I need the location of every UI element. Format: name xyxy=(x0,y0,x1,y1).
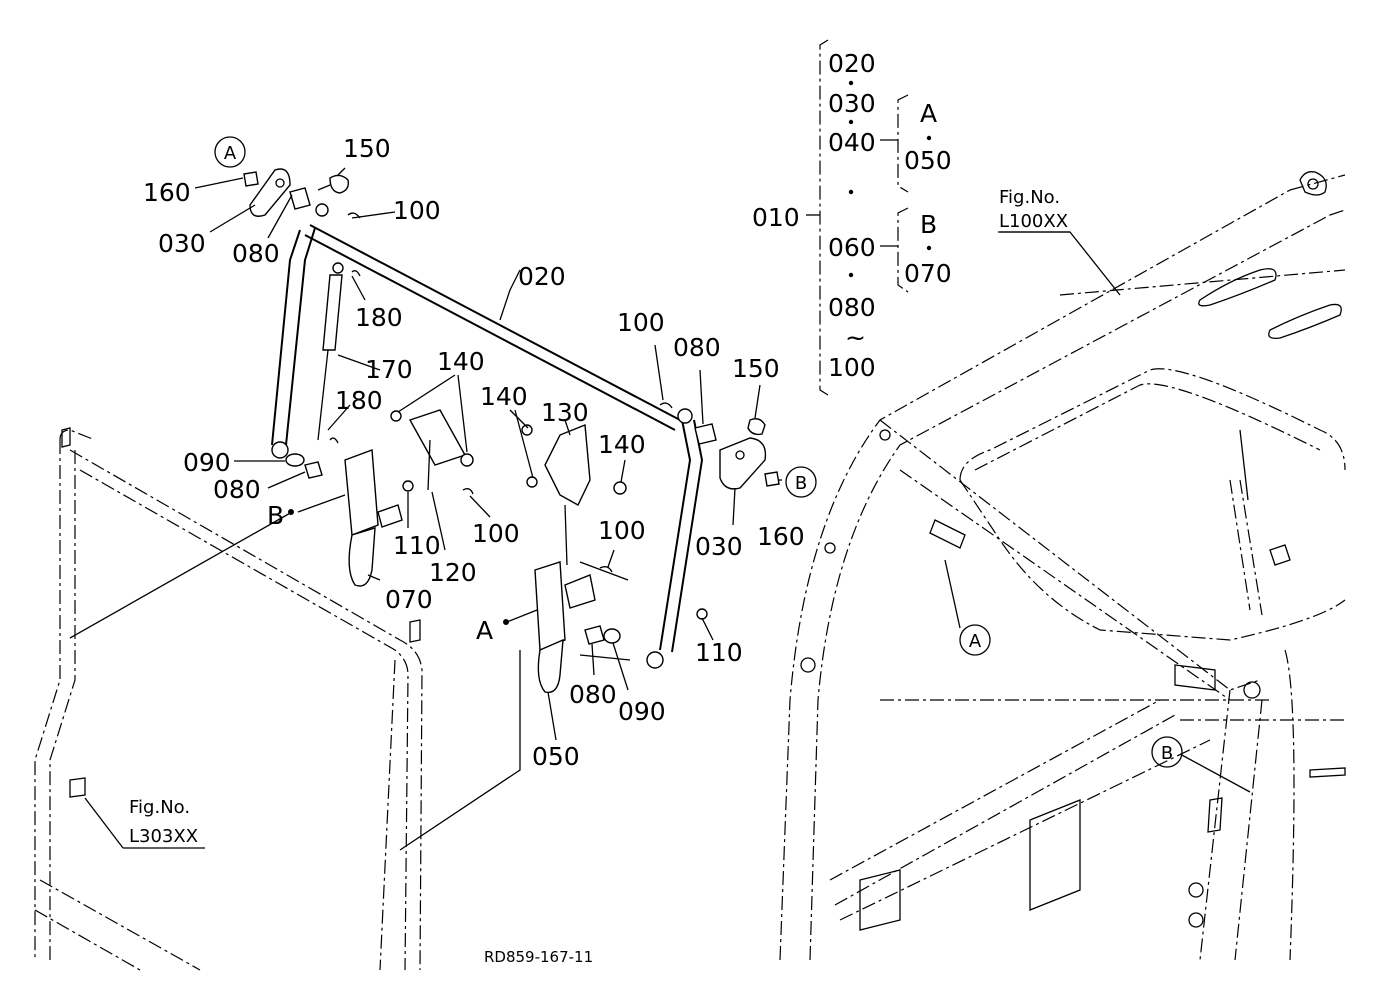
linkage-assembly xyxy=(243,168,780,694)
fig-ref-lower-line1: Fig.No. xyxy=(129,797,190,818)
key-item-2: 030 xyxy=(828,89,876,118)
drawing-code: RD859-167-11 xyxy=(484,948,593,966)
leader-lines xyxy=(69,167,1251,851)
part-080-right-upper: 080 xyxy=(673,333,721,362)
part-090-right: 090 xyxy=(618,697,666,726)
point-label-a: A xyxy=(476,616,493,645)
fig-ref-lower-line2: L303XX xyxy=(129,826,198,847)
part-180-upper: 180 xyxy=(355,303,403,332)
key-item-1: 020 xyxy=(828,49,876,78)
key-item-3: 040 xyxy=(828,128,876,157)
bracket-key: 010 020 030 040 060 080 ~ 100 A 050 B 07… xyxy=(752,39,952,396)
circle-label-a-top: A xyxy=(224,143,237,164)
part-100-right-upper: 100 xyxy=(617,308,665,337)
part-030-upper: 030 xyxy=(158,229,206,258)
part-160-right: 160 xyxy=(757,522,805,551)
part-120: 120 xyxy=(429,558,477,587)
point-label-b: B xyxy=(267,501,284,530)
part-080-right-lower: 080 xyxy=(569,680,617,709)
part-080-left: 080 xyxy=(213,475,261,504)
part-160-upper: 160 xyxy=(143,178,191,207)
key-assembly: 010 xyxy=(752,203,800,232)
part-110-left: 110 xyxy=(393,531,441,560)
part-150-upper: 150 xyxy=(343,134,391,163)
key-approx: ~ xyxy=(845,323,866,352)
key-item-5: 080 xyxy=(828,293,876,322)
key-group-b-label: B xyxy=(920,210,937,239)
circle-label-b-right: B xyxy=(795,473,807,494)
part-080-upper: 080 xyxy=(232,239,280,268)
key-group-b-item: 070 xyxy=(904,259,952,288)
key-group-a-item: 050 xyxy=(904,146,952,175)
figure-references: Fig.No. L100XX Fig.No. L303XX RD859-167-… xyxy=(129,187,1068,966)
fig-ref-upper-line2: L100XX xyxy=(999,211,1068,232)
part-140-left: 140 xyxy=(437,347,485,376)
part-170: 170 xyxy=(365,355,413,384)
key-item-6: 100 xyxy=(828,353,876,382)
key-item-4: 060 xyxy=(828,233,876,262)
part-050: 050 xyxy=(532,742,580,771)
part-020: 020 xyxy=(518,262,566,291)
fig-ref-upper-line1: Fig.No. xyxy=(999,187,1060,208)
part-130: 130 xyxy=(541,398,589,427)
part-140-middle: 140 xyxy=(480,382,528,411)
cab-frame xyxy=(779,171,1346,961)
part-070: 070 xyxy=(385,585,433,614)
part-110-right: 110 xyxy=(695,638,743,667)
part-100-upper: 100 xyxy=(393,196,441,225)
part-100-left: 100 xyxy=(472,519,520,548)
door-frame xyxy=(34,427,423,971)
part-180-lower: 180 xyxy=(335,386,383,415)
circle-label-b-cab: B xyxy=(1161,743,1173,764)
part-numbers: 150 160 100 030 080 020 180 170 140 180 … xyxy=(143,134,805,771)
part-150-right: 150 xyxy=(732,354,780,383)
part-140-right: 140 xyxy=(598,430,646,459)
reference-markers: A B A B B A xyxy=(214,136,1183,768)
part-090-left: 090 xyxy=(183,448,231,477)
key-group-a-label: A xyxy=(920,99,937,128)
circle-label-a-cab: A xyxy=(969,631,982,652)
part-100-right-lower: 100 xyxy=(598,516,646,545)
part-030-right: 030 xyxy=(695,532,743,561)
